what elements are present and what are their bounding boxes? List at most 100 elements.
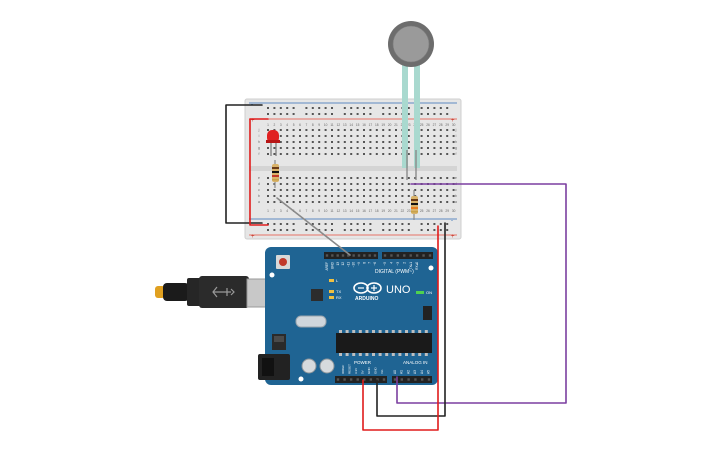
breadboard-hole[interactable] (337, 177, 340, 179)
breadboard-hole[interactable] (350, 183, 353, 185)
breadboard-hole[interactable] (369, 147, 372, 149)
rail-hole[interactable] (420, 113, 423, 115)
breadboard-hole[interactable] (452, 177, 455, 179)
breadboard-hole[interactable] (363, 183, 365, 185)
rail-hole[interactable] (407, 113, 410, 115)
breadboard-hole[interactable] (375, 147, 378, 149)
rail-hole[interactable] (356, 229, 359, 231)
rail-hole[interactable] (439, 107, 442, 109)
header-pin[interactable] (427, 378, 431, 381)
breadboard-hole[interactable] (427, 189, 429, 191)
breadboard-hole[interactable] (324, 189, 327, 191)
rail-hole[interactable] (395, 223, 397, 225)
rail-hole[interactable] (427, 113, 429, 115)
breadboard-hole[interactable] (388, 141, 391, 143)
breadboard-hole[interactable] (427, 195, 429, 197)
breadboard-hole[interactable] (311, 129, 314, 131)
breadboard-hole[interactable] (382, 177, 385, 179)
breadboard-hole[interactable] (331, 153, 333, 155)
breadboard-hole[interactable] (299, 201, 301, 203)
breadboard-hole[interactable] (427, 129, 429, 131)
breadboard-hole[interactable] (382, 201, 385, 203)
breadboard-hole[interactable] (369, 201, 372, 203)
breadboard-hole[interactable] (446, 153, 449, 155)
breadboard-hole[interactable] (267, 153, 269, 155)
breadboard-hole[interactable] (427, 147, 429, 149)
header-pin[interactable] (368, 254, 371, 257)
rail-hole[interactable] (350, 229, 353, 231)
breadboard-hole[interactable] (395, 147, 397, 149)
breadboard-hole[interactable] (331, 177, 333, 179)
breadboard-hole[interactable] (452, 195, 455, 197)
breadboard-hole[interactable] (401, 201, 404, 203)
rail-hole[interactable] (395, 107, 397, 109)
rail-hole[interactable] (427, 223, 429, 225)
breadboard-hole[interactable] (363, 141, 365, 143)
breadboard-hole[interactable] (439, 135, 442, 137)
breadboard-hole[interactable] (433, 135, 436, 137)
rail-hole[interactable] (343, 223, 346, 225)
breadboard-hole[interactable] (407, 129, 410, 131)
breadboard-hole[interactable] (286, 177, 289, 179)
breadboard-hole[interactable] (369, 177, 372, 179)
rail-hole[interactable] (439, 113, 442, 115)
breadboard-hole[interactable] (382, 147, 385, 149)
breadboard-hole[interactable] (311, 195, 314, 197)
breadboard-hole[interactable] (356, 141, 359, 143)
header-pin[interactable] (363, 378, 366, 381)
breadboard-hole[interactable] (427, 135, 429, 137)
breadboard-hole[interactable] (446, 129, 449, 131)
breadboard-hole[interactable] (331, 141, 333, 143)
header-pin[interactable] (383, 254, 387, 257)
breadboard-hole[interactable] (267, 201, 269, 203)
breadboard-hole[interactable] (267, 195, 269, 197)
rail-hole[interactable] (331, 113, 333, 115)
breadboard-hole[interactable] (305, 141, 308, 143)
breadboard-hole[interactable] (337, 135, 340, 137)
rail-hole[interactable] (369, 107, 372, 109)
breadboard-hole[interactable] (395, 201, 397, 203)
breadboard-hole[interactable] (433, 153, 436, 155)
rail-hole[interactable] (356, 107, 359, 109)
breadboard-hole[interactable] (324, 153, 327, 155)
breadboard-hole[interactable] (305, 201, 308, 203)
breadboard-hole[interactable] (305, 177, 308, 179)
header-pin[interactable] (403, 254, 406, 257)
breadboard-hole[interactable] (356, 135, 359, 137)
breadboard-hole[interactable] (382, 153, 385, 155)
led[interactable] (266, 130, 280, 156)
reset-button-cap[interactable] (279, 258, 287, 266)
breadboard-hole[interactable] (318, 195, 321, 197)
breadboard-hole[interactable] (311, 141, 314, 143)
breadboard-hole[interactable] (452, 141, 455, 143)
breadboard-hole[interactable] (343, 135, 346, 137)
rail-hole[interactable] (363, 113, 365, 115)
breadboard-hole[interactable] (420, 135, 423, 137)
breadboard-hole[interactable] (292, 153, 295, 155)
rail-hole[interactable] (331, 229, 333, 231)
rail-hole[interactable] (267, 113, 269, 115)
breadboard-hole[interactable] (446, 147, 449, 149)
breadboard-hole[interactable] (292, 135, 295, 137)
rail-hole[interactable] (433, 113, 436, 115)
breadboard-hole[interactable] (279, 195, 282, 197)
breadboard-hole[interactable] (446, 135, 449, 137)
breadboard-hole[interactable] (407, 195, 410, 197)
breadboard-hole[interactable] (299, 141, 301, 143)
header-pin[interactable] (325, 254, 329, 257)
breadboard-hole[interactable] (452, 129, 455, 131)
header-pin[interactable] (369, 378, 373, 381)
breadboard-hole[interactable] (439, 153, 442, 155)
breadboard-hole[interactable] (395, 141, 397, 143)
breadboard-hole[interactable] (318, 201, 321, 203)
header-pin[interactable] (356, 378, 359, 381)
header-pin[interactable] (415, 254, 419, 257)
breadboard-hole[interactable] (318, 147, 321, 149)
rail-hole[interactable] (369, 113, 372, 115)
rail-hole[interactable] (401, 223, 404, 225)
rail-hole[interactable] (279, 113, 282, 115)
breadboard-hole[interactable] (363, 153, 365, 155)
breadboard-hole[interactable] (420, 189, 423, 191)
power-header[interactable] (335, 376, 387, 383)
